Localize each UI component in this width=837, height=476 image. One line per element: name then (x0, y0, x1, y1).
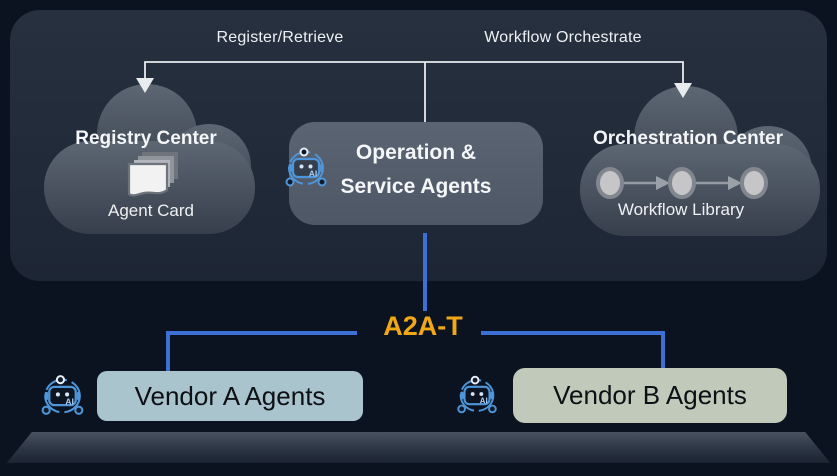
ai-robot-icon (285, 147, 327, 187)
ai-robot-icon (41, 375, 84, 415)
operation-box-title: Operation & Service Agents (289, 136, 543, 204)
operation-box-title-line1: Operation & (355, 141, 477, 164)
operation-service-agents-box: Operation & Service Agents (289, 122, 543, 225)
vendor-a-box: Vendor A Agents (97, 371, 363, 421)
vendor-a-label: Vendor A Agents (134, 381, 326, 411)
a2at-left-line (166, 331, 357, 371)
a2a-t-protocol-label: A2A-T (383, 311, 463, 341)
a2at-right-line (481, 331, 665, 369)
workflow-pipeline-icon (596, 167, 768, 199)
vendor-b-box: Vendor B Agents (513, 368, 787, 423)
operation-box-title-line2: Service Agents (340, 175, 492, 198)
orchestration-cloud-shape (580, 86, 820, 236)
ai-robot-icon (457, 375, 497, 414)
floor-platform (6, 432, 831, 463)
stacked-cards-icon (127, 152, 178, 197)
vendor-b-label: Vendor B Agents (553, 380, 747, 410)
